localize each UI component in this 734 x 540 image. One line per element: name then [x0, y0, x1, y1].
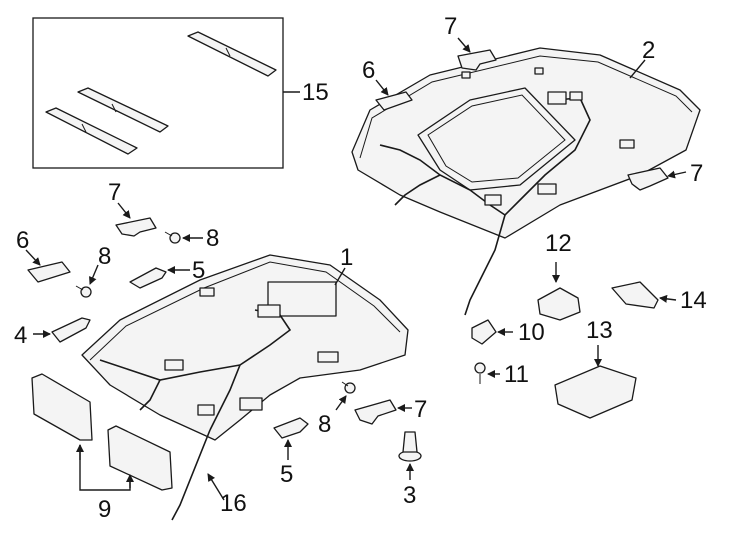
- callout-11: 11: [504, 361, 529, 388]
- callout-10: 10: [518, 319, 545, 346]
- grab-handle-part-4: [33, 317, 91, 343]
- callout-16: 16: [220, 490, 247, 517]
- callout-14: 14: [680, 287, 707, 314]
- handle-part-5-lower: [273, 417, 309, 460]
- screw-part-8-lower: [335, 381, 356, 411]
- callout-2: 2: [642, 37, 655, 64]
- callout-6-upper: 6: [362, 57, 375, 84]
- headliner-part-2: [351, 47, 701, 316]
- screw-part-11: [474, 362, 500, 384]
- push-clip-part-3: [398, 431, 422, 480]
- inset-box-part-15: [32, 17, 300, 169]
- callout-7-lower: 7: [414, 396, 427, 423]
- callout-7-left: 7: [108, 179, 121, 206]
- bracket-part-7-top: [457, 37, 497, 71]
- callout-12: 12: [545, 230, 572, 257]
- clip-part-6-upper: [375, 79, 413, 111]
- callout-8-left: 8: [98, 243, 111, 270]
- bracket-part-7-left: [115, 202, 157, 237]
- wire-part-16: [207, 473, 225, 501]
- callout-5-upper: 5: [192, 257, 205, 284]
- callout-1: 1: [340, 244, 353, 271]
- bracket-part-10: [471, 319, 513, 345]
- headliner-part-1: [81, 254, 409, 521]
- callout-15: 15: [302, 79, 329, 106]
- callout-5-lower: 5: [280, 461, 293, 488]
- dome-lamp-part-12: [537, 262, 581, 321]
- callout-4: 4: [14, 322, 27, 349]
- lamp-part-14: [611, 281, 677, 309]
- bracket-part-7-right: [627, 167, 687, 191]
- callout-6-left: 6: [16, 227, 29, 254]
- screw-part-8-left: [75, 264, 99, 298]
- bracket-part-7-lower: [354, 399, 412, 425]
- overhead-console-part-13: [554, 345, 637, 419]
- callout-3: 3: [403, 482, 416, 509]
- handle-part-5-upper: [129, 266, 190, 289]
- sunvisor-part-9: [31, 373, 173, 491]
- callout-8-upper: 8: [206, 225, 219, 252]
- clip-part-6-left: [25, 249, 71, 283]
- callout-13: 13: [586, 317, 613, 344]
- screw-part-8-upper: [164, 231, 203, 244]
- callout-7-right: 7: [690, 160, 703, 187]
- callout-9: 9: [98, 496, 111, 523]
- callout-7-top: 7: [444, 13, 457, 40]
- callout-8-lower: 8: [318, 411, 331, 438]
